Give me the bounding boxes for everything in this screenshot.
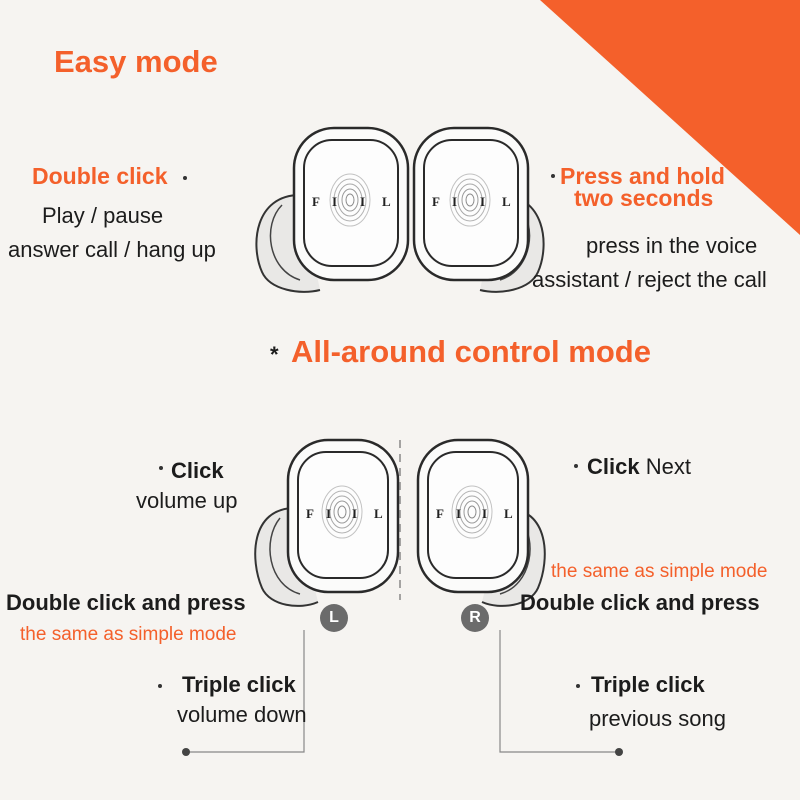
callout-line-right bbox=[499, 630, 619, 753]
svg-text:L: L bbox=[374, 506, 383, 521]
callout-dot-left bbox=[182, 748, 190, 756]
svg-text:F: F bbox=[306, 506, 314, 521]
svg-text:F: F bbox=[432, 194, 440, 209]
easy-right-heading-2: two seconds bbox=[574, 185, 714, 211]
right-triple-desc: previous song bbox=[589, 706, 726, 731]
badge-right: R bbox=[461, 604, 489, 632]
right-click-heading: Click bbox=[587, 454, 640, 479]
svg-text:L: L bbox=[382, 194, 391, 209]
svg-text:I: I bbox=[352, 506, 357, 521]
easy-right-heading-1: Press and hold bbox=[560, 163, 725, 189]
easy-left-line-1: Play / pause bbox=[42, 203, 164, 228]
svg-text:I: I bbox=[456, 506, 461, 521]
badge-left: L bbox=[320, 604, 348, 632]
allround-title: All-around control mode bbox=[291, 334, 651, 369]
earbud-top-right: F I I L bbox=[412, 126, 545, 293]
right-click-line: Click Next bbox=[587, 454, 691, 480]
right-click-desc: Next bbox=[645, 454, 691, 479]
right-double-heading: Double click and press bbox=[520, 590, 760, 615]
left-triple-heading: Triple click bbox=[182, 672, 296, 697]
bullet-dot bbox=[574, 464, 578, 468]
svg-text:F: F bbox=[436, 506, 444, 521]
bullet-dot bbox=[158, 684, 162, 688]
easy-left-line-2: answer call / hang up bbox=[8, 237, 216, 262]
bullet-dot bbox=[183, 176, 187, 180]
earbud-bottom-right: F I I L bbox=[416, 438, 546, 607]
left-triple-desc: volume down bbox=[177, 702, 307, 727]
svg-text:F: F bbox=[312, 194, 320, 209]
svg-text:I: I bbox=[452, 194, 457, 209]
svg-text:I: I bbox=[482, 506, 487, 521]
bullet-dot bbox=[551, 174, 555, 178]
earbud-top-left: F I I L bbox=[255, 126, 410, 293]
allround-star: * bbox=[270, 342, 279, 367]
earbud-bottom-left: F I I L bbox=[254, 438, 400, 607]
left-double-desc: the same as simple mode bbox=[20, 624, 237, 645]
svg-text:I: I bbox=[332, 194, 337, 209]
svg-text:L: L bbox=[502, 194, 511, 209]
easy-right-line-2: assistant / reject the call bbox=[532, 267, 767, 292]
callout-dot-right bbox=[615, 748, 623, 756]
easy-left-heading: Double click bbox=[32, 163, 168, 189]
svg-text:L: L bbox=[504, 506, 513, 521]
easy-right-line-1: press in the voice bbox=[586, 233, 758, 258]
easy-mode-title: Easy mode bbox=[54, 44, 218, 79]
svg-text:I: I bbox=[480, 194, 485, 209]
right-double-desc: the same as simple mode bbox=[551, 561, 768, 582]
svg-text:I: I bbox=[360, 194, 365, 209]
left-double-heading: Double click and press bbox=[6, 590, 246, 615]
bullet-dot bbox=[576, 684, 580, 688]
callout-line-left bbox=[186, 630, 305, 753]
right-triple-heading: Triple click bbox=[591, 672, 705, 697]
svg-text:I: I bbox=[326, 506, 331, 521]
left-click-heading: Click bbox=[171, 458, 224, 483]
left-click-desc: volume up bbox=[136, 488, 238, 513]
bullet-dot bbox=[159, 466, 163, 470]
